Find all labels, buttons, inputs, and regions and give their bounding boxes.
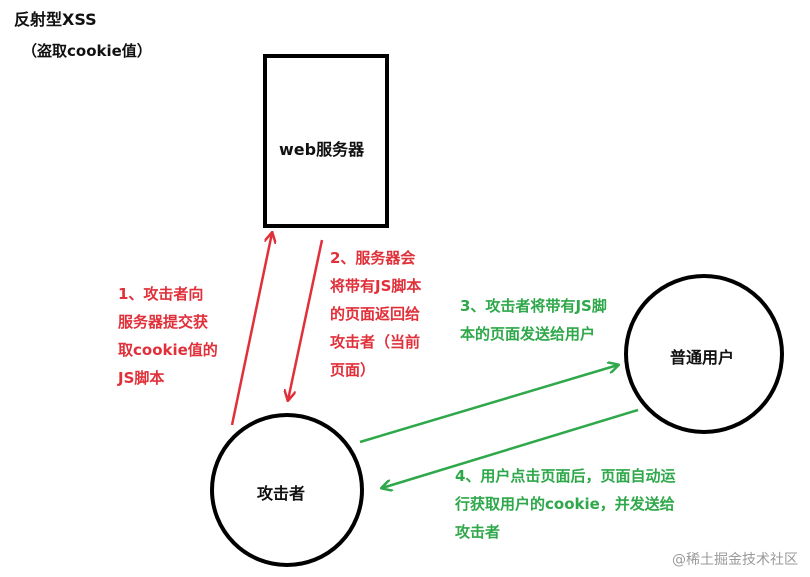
diagram-subtitle: （盗取cookie值） xyxy=(22,42,152,60)
step2-line: 攻击者（当前 xyxy=(330,333,421,351)
user-label: 普通用户 xyxy=(670,348,735,367)
step2-text: 2、服务器会 将带有JS脚本 的页面返回给 攻击者（当前 页面） xyxy=(330,244,421,384)
step4-line: 行获取用户的cookie，并发送给 xyxy=(455,495,675,513)
arrow-step2 xyxy=(288,239,324,400)
step2-line: 的页面返回给 xyxy=(330,305,421,323)
arrow-step1 xyxy=(230,233,272,426)
step1-line: 服务器提交获 xyxy=(118,313,209,331)
step2-line: 将带有JS脚本 xyxy=(330,277,422,295)
step1-text: 1、攻击者向 服务器提交获 取cookie值的 JS脚本 xyxy=(118,280,218,392)
step4-line: 4、用户点击页面后，页面自动运 xyxy=(455,467,676,485)
step1-line: JS脚本 xyxy=(118,369,165,387)
server-box xyxy=(263,54,389,228)
step3-line: 3、攻击者将带有JS脚 xyxy=(460,297,607,315)
step3-text: 3、攻击者将带有JS脚 本的页面发送给用户 xyxy=(460,292,607,348)
step2-line: 2、服务器会 xyxy=(330,249,416,267)
attacker-label: 攻击者 xyxy=(257,484,306,503)
step4-text: 4、用户点击页面后，页面自动运 行获取用户的cookie，并发送给 攻击者 xyxy=(455,462,675,546)
diagram-title: 反射型XSS xyxy=(14,10,97,29)
arrow-step3 xyxy=(359,365,618,444)
step4-line: 攻击者 xyxy=(455,523,501,541)
server-label: web服务器 xyxy=(279,140,365,159)
step2-line: 页面） xyxy=(330,361,376,379)
arrow-step4 xyxy=(382,408,639,488)
step1-line: 1、攻击者向 xyxy=(118,285,204,303)
attacker-circle xyxy=(210,413,364,567)
step3-line: 本的页面发送给用户 xyxy=(460,325,596,343)
user-circle xyxy=(624,274,784,434)
step1-line: 取cookie值的 xyxy=(118,341,218,359)
watermark: @稀土掘金技术社区 xyxy=(672,552,798,568)
